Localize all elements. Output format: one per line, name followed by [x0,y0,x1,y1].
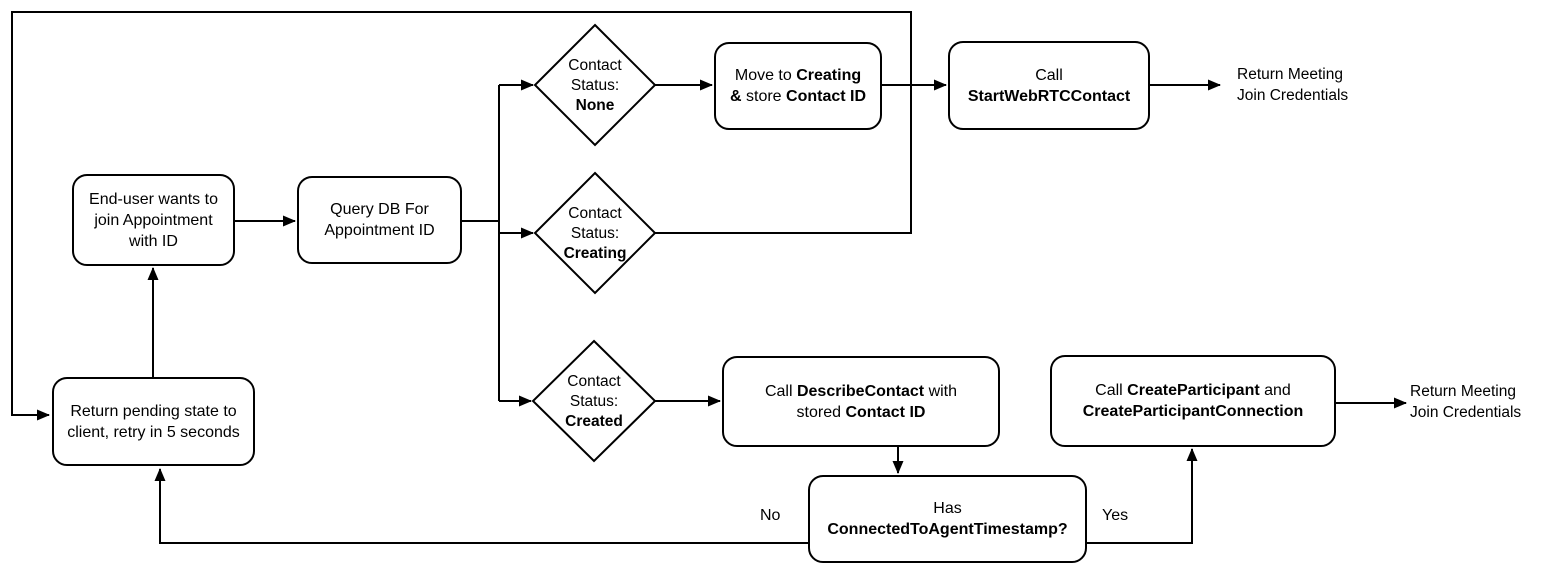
edge-has-timestamp-yes-to-create-participant [1087,448,1198,544]
node-query-db-text: Query DB For Appointment ID [324,201,435,239]
node-has-connected-to-agent-timestamp: Has ConnectedToAgentTimestamp? [808,475,1087,563]
decision-status-none: Contact Status: None [535,56,655,116]
node-call-describe-contact-line2: stored Contact ID [796,403,926,421]
node-return-pending-state-text: Return pending state to client, retry in… [67,402,240,441]
decision-status-creating-value: Creating [563,245,627,262]
decision-status-creating: Contact Status: Creating [535,204,655,264]
node-call-create-participant-line1: Call CreateParticipant and [1095,382,1291,399]
decision-status-creating-text: Contact Status: [568,205,622,242]
node-move-to-creating-line2: & store Contact ID [729,88,867,105]
node-query-db: Query DB For Appointment ID [297,176,462,264]
node-call-describe-contact: Call DescribeContact with stored Contact… [722,356,1000,447]
decision-status-created-text: Contact Status: [567,373,621,410]
decision-status-none-text: Contact Status: [568,57,622,94]
node-call-create-participant-line2: CreateParticipantConnection [1082,403,1304,420]
decision-status-created-shape [531,339,657,463]
node-move-to-creating: Move to Creating & store Contact ID [714,42,882,130]
node-call-start-webrtc-line2: StartWebRTCContact [967,87,1131,105]
node-move-to-creating-line1: Move to Creating [734,67,862,84]
output-return-meeting-credentials-top: Return Meeting Join Credentials [1237,66,1349,104]
edge-has-timestamp-no-to-return-pending [154,468,808,544]
node-end-user-text: End-user wants to join Appointment with … [89,190,218,250]
output-return-meeting-credentials-bottom: Return Meeting Join Credentials [1410,383,1522,421]
node-return-pending-state: Return pending state to client, retry in… [52,377,255,466]
decision-status-created-value: Created [565,413,623,430]
node-has-timestamp-line1: Has [933,500,962,517]
edge-label-no: No [760,507,781,524]
node-call-create-participant: Call CreateParticipant and CreatePartici… [1050,355,1336,447]
edge-label-yes: Yes [1102,507,1129,524]
node-call-start-webrtc-contact: Call StartWebRTCContact [948,41,1150,130]
node-call-start-webrtc-line1: Call [1035,66,1063,84]
decision-status-creating-shape [533,171,657,295]
edge-creating-loop-to-return-pending [11,11,912,421]
decision-status-none-value: None [575,97,615,114]
node-has-timestamp-line2: ConnectedToAgentTimestamp? [827,521,1068,538]
decision-status-none-shape [533,23,657,147]
node-call-describe-contact-line1: Call DescribeContact with [764,382,958,400]
decision-status-created: Contact Status: Created [533,372,655,432]
node-end-user: End-user wants to join Appointment with … [72,174,235,266]
